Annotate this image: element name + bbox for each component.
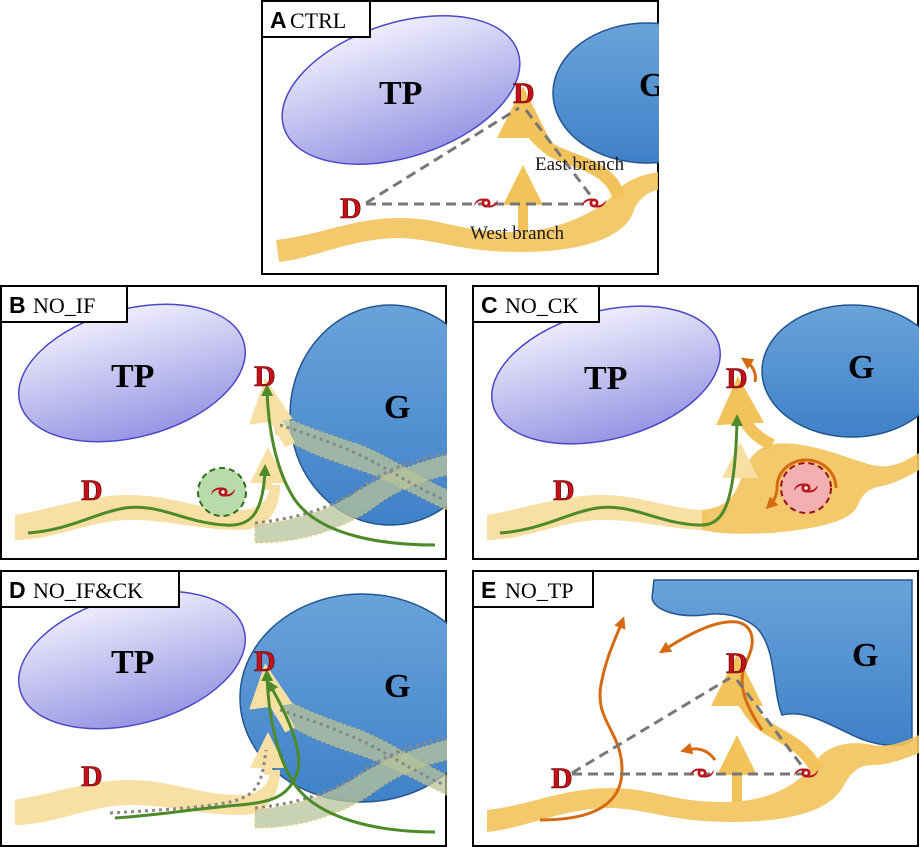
tp-label: TP <box>111 358 154 395</box>
east-branch-flow <box>497 86 626 201</box>
low-label: D <box>553 474 575 507</box>
low-label: D <box>726 647 748 680</box>
orange-path <box>658 620 764 731</box>
panel-name: NO_TP <box>505 578 573 603</box>
dotted-band <box>254 454 447 544</box>
flow-band-light <box>15 770 280 825</box>
tp-label: TP <box>379 75 422 112</box>
green-path <box>114 679 301 820</box>
low-label: D <box>726 362 748 395</box>
yellow-arrow <box>716 376 775 451</box>
green-path <box>499 414 743 535</box>
orange-arrow <box>765 487 779 510</box>
gray-dotted-path <box>254 451 446 525</box>
low-label: D <box>254 360 276 393</box>
orange-arrow <box>775 458 838 489</box>
dotted-band <box>254 739 447 829</box>
low-label: D <box>513 77 535 110</box>
flow-band <box>276 172 658 262</box>
green-path <box>261 384 436 547</box>
panel-d-no-if-ck: D NO_IF&CK TP G D D <box>0 570 447 847</box>
low-label: D <box>340 192 362 225</box>
west-branch-label: West branch <box>470 223 564 244</box>
flow-band <box>487 735 919 832</box>
g-ellipse <box>552 22 659 164</box>
orange-arrow <box>680 742 717 761</box>
panel-c-no-ck: C NO_CK TP G D D <box>472 285 919 560</box>
g-label: G <box>852 637 878 674</box>
gray-dotted-path <box>109 749 268 815</box>
g-ellipse <box>761 304 919 438</box>
panel-name: NO_CK <box>505 293 578 318</box>
panel-letter: E <box>481 577 496 603</box>
east-branch-label: East branch <box>535 154 625 175</box>
dash-line <box>365 106 520 205</box>
tp-label: TP <box>111 644 154 681</box>
low-label: D <box>81 760 103 793</box>
panel-letter: B <box>9 292 26 318</box>
orange-arrow <box>741 357 757 383</box>
tp-ellipse <box>281 15 521 165</box>
dash-line <box>571 676 731 775</box>
low-label: D <box>81 474 103 507</box>
dash-line <box>735 679 807 771</box>
panel-letter: C <box>481 292 498 318</box>
panel-letter: A <box>270 7 287 33</box>
dash-line <box>524 109 596 201</box>
g-label: G <box>848 349 874 386</box>
gray-dotted-path <box>279 423 446 502</box>
green-path <box>27 464 271 535</box>
g-shape <box>651 579 913 747</box>
green-path <box>261 669 436 834</box>
flow-band-light <box>487 495 707 540</box>
gray-dotted-path <box>254 736 446 810</box>
panel-b-no-if: B NO_IF TP G D D <box>0 285 447 560</box>
gray-dotted-path <box>279 708 446 787</box>
panel-name: NO_IF&CK <box>33 578 143 603</box>
panel-e-no-tp: E NO_TP G D D <box>472 570 919 847</box>
tp-label: TP <box>584 360 627 397</box>
flow-band-light <box>15 485 280 540</box>
g-label: G <box>384 389 410 426</box>
panel-name: CTRL <box>290 8 346 33</box>
panel-name: NO_IF <box>33 293 95 318</box>
low-label: D <box>551 762 573 795</box>
g-label: G <box>639 67 659 104</box>
panel-a-ctrl: A CTRL TP G D D East branch West branch <box>261 0 659 275</box>
panel-letter: D <box>9 577 26 603</box>
orange-path <box>539 616 626 822</box>
low-label: D <box>254 645 276 678</box>
g-label: G <box>384 668 410 705</box>
